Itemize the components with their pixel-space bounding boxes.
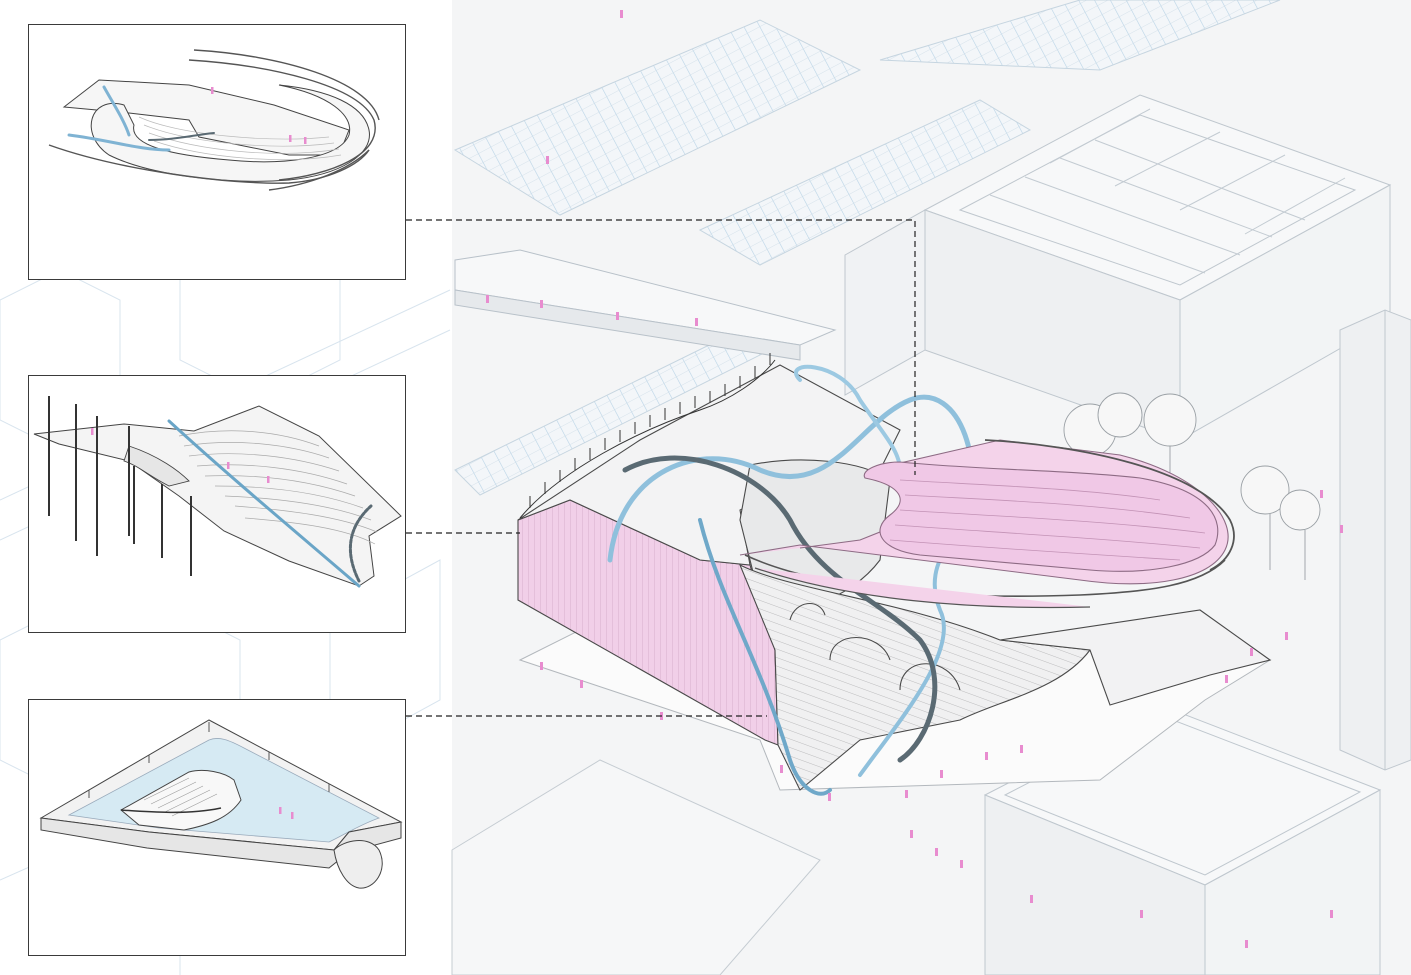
canopy-rib-4 bbox=[268, 149, 370, 191]
inset-panel-roof-canopy bbox=[28, 24, 406, 280]
pavilion-roof bbox=[120, 807, 222, 814]
canopy-dark-path bbox=[148, 132, 215, 141]
main-building bbox=[517, 353, 1272, 791]
ground-stair bbox=[333, 840, 383, 889]
canopy-fin-3 bbox=[754, 567, 1091, 609]
pavilion bbox=[120, 769, 242, 831]
skylight-band-top bbox=[453, 0, 1281, 496]
canopy-fin-1 bbox=[984, 439, 1235, 571]
context-tower-right bbox=[1339, 309, 1411, 771]
canopy-shell bbox=[90, 84, 370, 182]
ground-edge bbox=[40, 817, 402, 869]
columns bbox=[48, 396, 192, 576]
people bbox=[486, 10, 1343, 948]
blue-path-1 bbox=[607, 394, 975, 563]
east-wing bbox=[999, 609, 1272, 706]
canopy-blue-path-1 bbox=[102, 85, 131, 137]
leader-lines bbox=[406, 219, 916, 717]
terrace-dark-path bbox=[348, 504, 373, 583]
canopy-deck bbox=[62, 79, 350, 156]
context-building-top-right bbox=[844, 94, 1392, 815]
terrace-ramp bbox=[123, 445, 190, 487]
pink-roof-canopy bbox=[739, 439, 1235, 609]
inset-panel-terrace bbox=[28, 375, 406, 633]
blue-path-4 bbox=[794, 364, 902, 472]
trees bbox=[1063, 392, 1321, 580]
canopy-blue-path-2 bbox=[67, 133, 171, 152]
terrace-blue-path bbox=[167, 419, 361, 588]
canopy-rib-1 bbox=[188, 59, 376, 181]
terrace-slab bbox=[33, 405, 402, 587]
blue-path-2 bbox=[698, 518, 832, 796]
railing bbox=[519, 359, 776, 519]
inset-panel-ground bbox=[28, 699, 406, 956]
context-building-bottom-left bbox=[451, 759, 821, 975]
canopy-rib-3 bbox=[48, 144, 370, 184]
canopy-rib-2 bbox=[193, 49, 380, 121]
